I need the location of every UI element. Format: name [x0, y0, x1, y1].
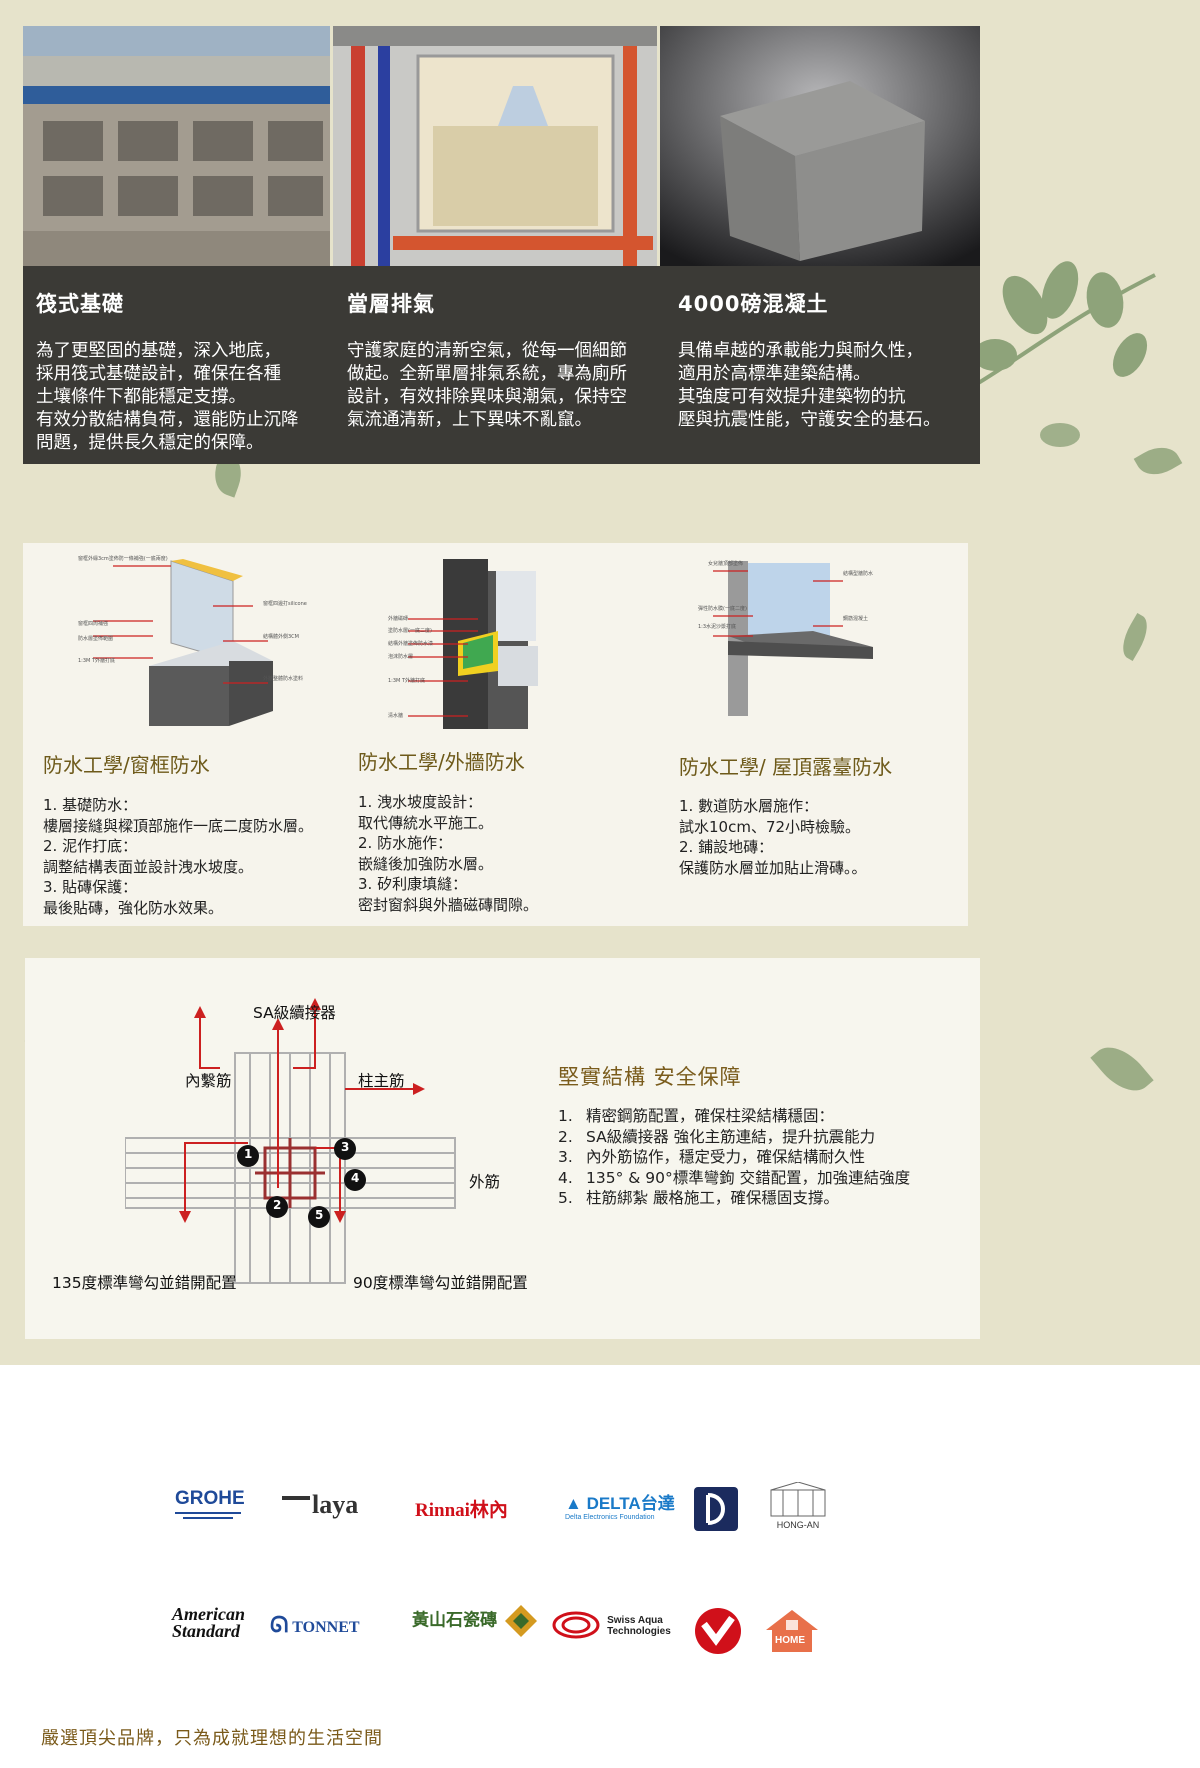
- structure-panel: SA級續接器 內繫筋 柱主筋 外筋 135度標準彎勾並錯開配置 90度標準彎勾並…: [25, 958, 980, 1339]
- brand-hongan-logo: HONG-AN: [763, 1481, 833, 1530]
- brand-american-standard-logo: American Standard: [172, 1604, 246, 1641]
- waterproof-steps: 1. 洩水坡度設計： 取代傳統水平施工。 2. 防水施作： 嵌縫後加強防水層。 …: [358, 793, 539, 914]
- diagram-annotation: 女兒牆頂部塗佈: [708, 561, 744, 567]
- feature-description: 為了更堅固的基礎，深入地底， 採用筏式基礎設計，確保在各種 土壤條件下都能穩定支…: [36, 341, 299, 453]
- brand-grohe-logo: GROHE: [175, 1488, 245, 1519]
- bottom-background: [0, 1365, 1200, 1768]
- list-item: 3.內外筋協作，穩定受力，確保結構耐久性: [558, 1148, 866, 1166]
- delta-triangle-icon: ▲: [565, 1494, 587, 1513]
- waterproof-title: 防水工學/窗框防水: [43, 753, 210, 777]
- diagram-annotation: 結構體外側3CM: [263, 634, 299, 640]
- brand-check-logo: [690, 1606, 746, 1660]
- feature-ventilation: 當層排氣 守護家庭的清新空氣，從每一個細節 做起。全新單層排氣系統，專為廁所 設…: [347, 266, 657, 432]
- list-item: 2.SA級續接器 強化主筋連結，提升抗震能力: [558, 1127, 876, 1146]
- brand-tonnet-logo: ᘏ TONNET: [270, 1612, 360, 1637]
- hook-90-label: 90度標準彎勾並錯開配置: [353, 1274, 528, 1292]
- check-icon: [695, 1608, 741, 1654]
- tonnet-swirl-icon: ᘏ: [270, 1612, 289, 1637]
- swirl-icon: [552, 1611, 600, 1639]
- brand-sat-logo: Swiss Aqua Technologies: [552, 1607, 685, 1645]
- footer-slogan: 嚴選頂尖品牌，只為成就理想的生活空間: [41, 1728, 383, 1749]
- exterior-wall-diagram: [408, 559, 538, 729]
- diagram-annotation: 窗框外緣3cm塗佈防一條補強(一底兩度): [78, 556, 168, 562]
- structure-title: 堅實結構 安全保障: [558, 1065, 742, 1089]
- feature-captions: 筏式基礎 為了更堅固的基礎，深入地底， 採用筏式基礎設計，確保在各種 土壤條件下…: [23, 266, 980, 464]
- marker-label: 3: [341, 1140, 350, 1154]
- brand-laya-logo: laya: [282, 1490, 358, 1520]
- waterproof-window-frame: 防水工學/窗框防水 1. 基礎防水： 樓層接縫與樑頂部施作一底二度防水層。 2.…: [23, 543, 333, 926]
- diagram-annotation: 1:3水泥沙漿打底: [698, 624, 737, 630]
- marker-label: 4: [351, 1171, 360, 1185]
- list-item: 4.135° & 90°標準彎鉤 交錯配置，加強連結強度: [558, 1168, 911, 1187]
- feature-description: 具備卓越的承載能力與耐久性， 適用於高標準建築結構。 其強度可有效提升建築物的抗…: [678, 341, 941, 430]
- diamond-icon: [504, 1605, 537, 1637]
- diagram-annotation: 防水層塗佈範圍: [78, 636, 114, 642]
- bird-branch-decoration: [973, 261, 1156, 447]
- sa-coupler-label: SA級續接器: [253, 1004, 336, 1022]
- rebar-markers: [237, 1138, 366, 1228]
- waterproof-title: 防水工學/外牆防水: [358, 750, 525, 774]
- diagram-annotation: 清水牆: [388, 713, 404, 719]
- raft-foundation-photo: [23, 26, 330, 266]
- house-icon: [766, 1610, 818, 1652]
- building-icon: [770, 1481, 826, 1517]
- rebar-diagram: [125, 1052, 456, 1284]
- diagram-annotation: 1:3M T外牆打底: [78, 658, 116, 664]
- waterproof-roof-terrace: 防水工學/ 屋頂露臺防水 1. 數道防水層施作： 試水10cm、72小時檢驗。 …: [653, 543, 963, 926]
- waterproof-steps: 1. 數道防水層施作： 試水10cm、72小時檢驗。 2. 鋪設地磚： 保護防水…: [679, 797, 867, 877]
- waterproof-title: 防水工學/ 屋頂露臺防水: [679, 755, 893, 779]
- marker-label: 1: [244, 1147, 253, 1161]
- features-panel: 筏式基礎 為了更堅固的基礎，深入地底， 採用筏式基礎設計，確保在各種 土壤條件下…: [23, 26, 980, 464]
- diagram-annotation: 鋼筋混凝土: [843, 616, 869, 622]
- rebar-callout-arrows: [179, 998, 425, 1223]
- brand-rinnai-logo: Rinnai林內: [415, 1500, 508, 1521]
- inner-tie-label: 內繫筋: [185, 1072, 232, 1090]
- list-item: 1.精密鋼筋配置，確保柱梁結構穩固：: [558, 1107, 835, 1125]
- diagram-annotation: 窗框四邊打silicone: [263, 601, 307, 607]
- roof-terrace-diagram: [713, 561, 873, 716]
- diagram-annotation: 彈性防水膜(一底二度): [698, 606, 747, 612]
- hook-135-label: 135度標準彎勾並錯開配置: [52, 1274, 237, 1292]
- brand-electrolux-logo: [694, 1487, 738, 1531]
- diagram-annotation: 塗防水層(一底二度): [388, 628, 432, 634]
- diagram-annotation: 泡沫防水層: [388, 654, 414, 660]
- window-frame-diagram: [93, 559, 273, 726]
- structure-list: 1.精密鋼筋配置，確保柱梁結構穩固： 2.SA級續接器 強化主筋連結，提升抗震能…: [558, 1106, 910, 1209]
- waterproofing-panel: 防水工學/窗框防水 1. 基礎防水： 樓層接縫與樑頂部施作一底二度防水層。 2.…: [23, 543, 968, 926]
- brand-delta-logo: ▲ DELTA台達 Delta Electronics Foundation: [565, 1494, 675, 1521]
- waterproof-steps: 1. 基礎防水： 樓層接縫與樑頂部施作一底二度防水層。 2. 泥作打底： 調整結…: [43, 796, 314, 917]
- electrolux-icon: [706, 1493, 725, 1525]
- diagram-annotation: 1:3M T外牆打底: [388, 678, 426, 684]
- feature-raft-foundation: 筏式基礎 為了更堅固的基礎，深入地底， 採用筏式基礎設計，確保在各種 土壤條件下…: [36, 266, 321, 455]
- diagram-annotation: 外牆磁磚: [388, 616, 409, 622]
- waterproof-exterior-wall: 防水工學/外牆防水 1. 洩水坡度設計： 取代傳統水平施工。 2. 防水施作： …: [338, 543, 648, 926]
- diagram-annotation: 窗框四周補強: [78, 621, 109, 627]
- column-main-bar-label: 柱主筋: [358, 1072, 405, 1090]
- brand-home-logo: HOME: [764, 1608, 820, 1658]
- feature-concrete: 4000磅混凝土 具備卓越的承載能力與耐久性， 適用於高標準建築結構。 其強度可…: [678, 266, 978, 432]
- marker-label: 2: [273, 1198, 282, 1212]
- diagram-annotation: 結構外牆塗佈防水漆: [388, 641, 434, 647]
- ventilation-photo: [333, 26, 657, 266]
- list-item: 5.柱筋綁紮 嚴格施工，確保穩固支撐。: [558, 1189, 839, 1207]
- brand-huangshan-logo: 黃山石瓷磚: [412, 1603, 539, 1639]
- feature-title: 當層排氣: [347, 292, 435, 316]
- outer-bar-label: 外筋: [469, 1173, 501, 1191]
- feature-title: 筏式基礎: [36, 292, 124, 316]
- feature-title: 4000磅混凝土: [678, 292, 829, 316]
- diagram-annotation: 結構型牆防水: [843, 571, 874, 577]
- feature-description: 守護家庭的清新空氣，從每一個細節 做起。全新單層排氣系統，專為廁所 設計，有效排…: [347, 341, 627, 430]
- concrete-cube-photo: [660, 26, 980, 266]
- marker-label: 5: [315, 1208, 324, 1222]
- diagram-annotation: 外牆整體防水塗料: [263, 676, 304, 682]
